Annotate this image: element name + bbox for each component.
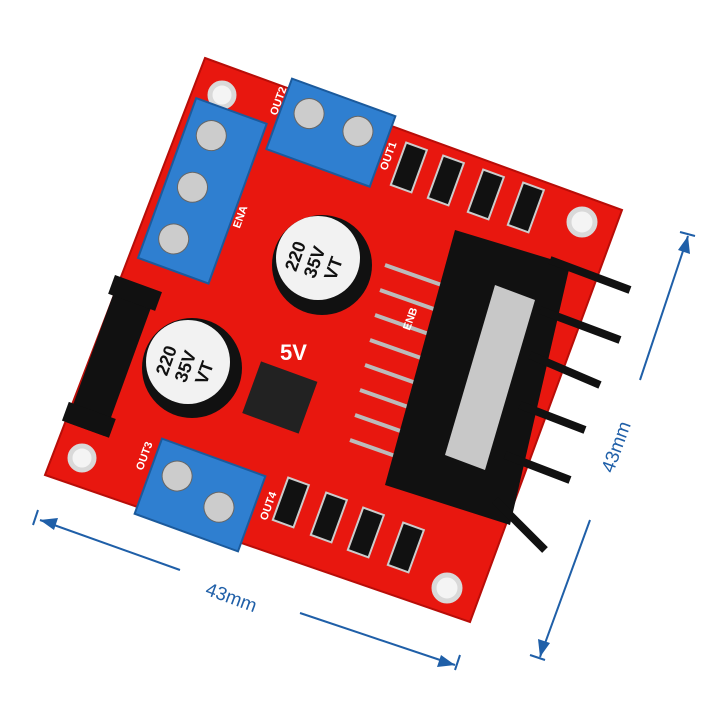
capacitor-bottom: 220 35V VT — [142, 318, 242, 418]
voltage-regulator — [242, 361, 318, 434]
label-5v: 5V — [280, 340, 307, 365]
width-label: 43mm — [203, 579, 260, 617]
terminal-block-left — [136, 96, 268, 285]
diodes — [271, 141, 546, 574]
heatsink — [385, 230, 632, 553]
terminal-block-top — [265, 77, 397, 188]
height-label: 43mm — [598, 419, 636, 476]
width-dimension — [32, 509, 461, 671]
height-dimension — [529, 231, 696, 661]
terminal-block-bottom — [133, 437, 267, 553]
pin-header — [61, 274, 162, 438]
capacitor-top: 220 35V VT — [272, 215, 372, 315]
